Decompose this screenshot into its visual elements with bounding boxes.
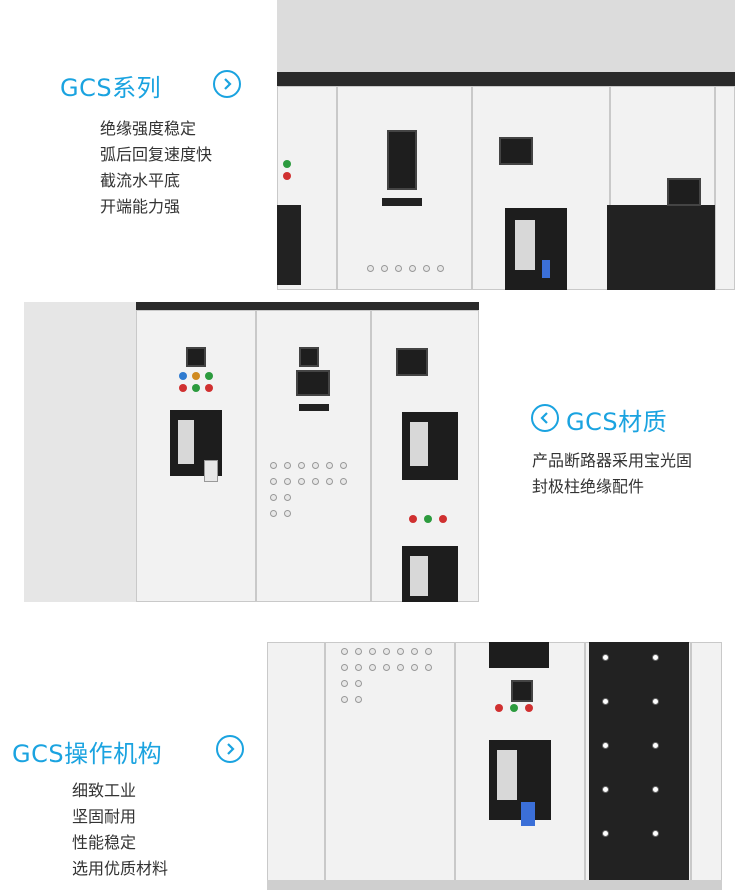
arrow-left-circle-icon[interactable] [531,404,559,432]
feature-line: 开端能力强 [100,197,181,216]
switchgear-photo-1 [277,0,735,290]
arrow-right-circle-icon[interactable] [216,735,244,763]
feature-list: 产品断路器采用宝光固 封极柱绝缘配件 [532,448,692,500]
feature-line: 性能稳定 [72,833,137,852]
feature-line: 坚固耐用 [72,807,137,826]
section-title: GCS材质 [566,408,668,436]
feature-line: 封极柱绝缘配件 [532,477,645,496]
section-title: GCS系列 [60,74,162,102]
section-gcs-series: GCS系列 绝缘强度稳定 弧后回复速度快 截流水平底 开端能力强 [0,0,735,290]
section-title: GCS操作机构 [12,740,163,768]
feature-line: 截流水平底 [100,171,181,190]
feature-list: 细致工业 坚固耐用 性能稳定 选用优质材料 [72,778,168,882]
section-gcs-mechanism: GCS操作机构 细致工业 坚固耐用 性能稳定 选用优质材料 [0,640,735,895]
switchgear-photo-3 [267,642,722,890]
feature-line: 绝缘强度稳定 [100,119,197,138]
section-gcs-material: GCS材质 产品断路器采用宝光固 封极柱绝缘配件 [0,300,735,605]
feature-list: 绝缘强度稳定 弧后回复速度快 截流水平底 开端能力强 [100,116,212,220]
feature-line: 产品断路器采用宝光固 [532,451,693,470]
feature-line: 弧后回复速度快 [100,145,213,164]
arrow-right-circle-icon[interactable] [213,70,241,98]
switchgear-photo-2 [24,302,479,602]
feature-line: 细致工业 [72,781,137,800]
feature-line: 选用优质材料 [72,859,169,878]
